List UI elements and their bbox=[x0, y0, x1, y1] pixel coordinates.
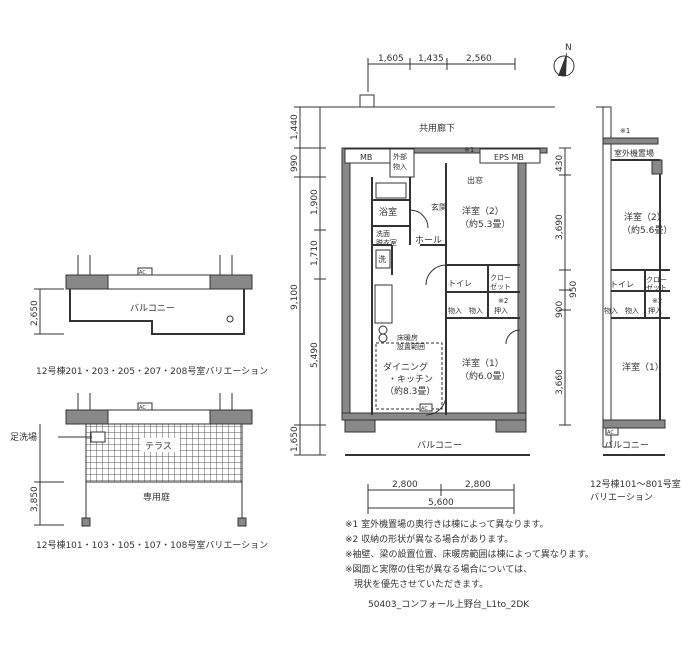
floorheat-label-2: 設置範囲 bbox=[397, 342, 425, 351]
wash-label: 洗 bbox=[378, 254, 386, 264]
notes-block: ※1 室外機置場の奥行きは棟によって異なります。 ※2 収納の形状が異なる場合が… bbox=[345, 518, 594, 593]
left-dim-4: 1,710 bbox=[310, 240, 320, 266]
variant-c-caption-1: 12号棟101～801号室 bbox=[590, 478, 681, 490]
closet-label-2: ゼット bbox=[490, 282, 511, 291]
variant-b-dim: 3,850 bbox=[30, 486, 40, 512]
bath-label: 浴室 bbox=[379, 206, 397, 218]
note-line-1: ※1 室外機置場の奥行きは棟によって異なります。 bbox=[345, 520, 549, 530]
dk-label-3: （約8.3畳） bbox=[385, 385, 435, 397]
svg-text:AC: AC bbox=[607, 430, 614, 436]
wr2-label-2: （約5.3畳） bbox=[460, 218, 510, 230]
right-dim-5: 3,660 bbox=[555, 369, 565, 395]
gaibu-label-1: 外部 bbox=[393, 152, 407, 161]
top-dim-1: 1,605 bbox=[378, 54, 404, 64]
variant-c-toilet-label: トイレ bbox=[610, 280, 634, 289]
mono1-label: 物入 bbox=[448, 306, 462, 315]
variant-b-garden-label: 専用庭 bbox=[143, 491, 170, 503]
variant-a-dim: 2,650 bbox=[30, 300, 40, 326]
bottom-dim-1: 2,800 bbox=[392, 480, 418, 490]
left-dim-2: 990 bbox=[290, 155, 300, 172]
note2-label: ※2 bbox=[498, 297, 508, 305]
variant-b-ashiarai-label: 足洗場 bbox=[10, 431, 37, 443]
variant-c-caption-2: バリエーション bbox=[590, 492, 653, 503]
variant-a-plan: AC バルコニー 2,650 bbox=[30, 255, 253, 335]
note-line-4: ※図面と実際の住宅が異なる場合については、 bbox=[345, 565, 533, 575]
svg-text:※2: ※2 bbox=[652, 297, 662, 305]
variant-c-mono1-label: 物入 bbox=[604, 306, 618, 315]
right-dim-3: 900 bbox=[555, 301, 565, 318]
variant-c-balcony-label: バルコニー bbox=[604, 440, 649, 451]
note-line-2: ※2 収納の形状が異なる場合があります。 bbox=[345, 535, 514, 545]
demado-label: 出窓 bbox=[467, 175, 483, 185]
wr1-label-1: 洋室（1） bbox=[462, 357, 504, 369]
left-dim-3: 1,900 bbox=[310, 189, 320, 215]
floorheat-label-1: 床暖房 bbox=[397, 333, 418, 342]
right-dim-1: 430 bbox=[555, 155, 565, 172]
eps-label: EPS MB bbox=[494, 153, 524, 162]
top-dim-3: 2,560 bbox=[466, 54, 492, 64]
note-line-5: 現状を優先させていただきます。 bbox=[345, 580, 489, 590]
genkan-label: 玄関 bbox=[431, 202, 447, 212]
variant-c-mono2-label: 物入 bbox=[625, 306, 639, 315]
variant-c-note1: ※1 bbox=[620, 127, 630, 135]
left-dim-6: 5,490 bbox=[310, 342, 320, 368]
variant-a-caption: 12号棟201・203・205・207・208号室バリエーション bbox=[36, 365, 268, 377]
variant-c-wr2-label-2: （約5.6畳） bbox=[622, 224, 672, 236]
mb-label: MB bbox=[360, 153, 372, 162]
closet-label-1: クロー bbox=[490, 274, 511, 282]
left-dim-1: 1,440 bbox=[290, 114, 300, 140]
top-dimensions bbox=[367, 58, 516, 92]
right-dimensions bbox=[559, 147, 571, 426]
variant-c-outdoor-label: 室外機置場 bbox=[614, 148, 654, 158]
left-dim-7: 1,650 bbox=[290, 426, 300, 452]
variant-b-terrace-label: テラス bbox=[145, 441, 172, 452]
ac-label-main: AC bbox=[421, 406, 428, 412]
variant-c-oshi-label: 押入 bbox=[648, 306, 662, 315]
gaibu-label-2: 物入 bbox=[393, 162, 407, 171]
oshi-label: 押入 bbox=[494, 306, 508, 315]
dk-label-1: ダイニング bbox=[383, 361, 428, 373]
right-dim-4: 950 bbox=[569, 281, 579, 298]
mono2-label: 物入 bbox=[469, 306, 483, 315]
variant-b-caption: 12号棟101・103・105・107・108号室バリエーション bbox=[36, 539, 268, 551]
variant-c-closet-1: クロー bbox=[646, 276, 667, 284]
svg-text:AC: AC bbox=[139, 405, 146, 411]
footer-code: 50403_コンフォール上野台_L1to_2DK bbox=[368, 600, 530, 610]
left-dim-5: 9,100 bbox=[290, 284, 300, 310]
dressing-label-1: 洗面 bbox=[376, 229, 390, 238]
bottom-dim-3: 5,600 bbox=[428, 498, 454, 508]
main-balcony-label: バルコニー bbox=[417, 440, 462, 451]
hall-label: ホール bbox=[415, 235, 442, 246]
toilet-label: トイレ bbox=[448, 279, 472, 288]
variant-b-plan: AC テラス 専用庭 足洗場 3,850 bbox=[10, 393, 253, 527]
note-line-3: ※袖壁、梁の設置位置、床暖房範囲は棟によって異なります。 bbox=[345, 550, 594, 560]
right-dim-2: 3,690 bbox=[555, 214, 565, 240]
svg-text:AC: AC bbox=[139, 270, 146, 276]
main-plan: 共用廊下 MB 外部 物入 EPS MB ※1 出窓 bbox=[341, 94, 555, 456]
bottom-dim-2: 2,800 bbox=[465, 480, 491, 490]
wr2-label-1: 洋室（2） bbox=[462, 205, 504, 217]
compass-label: N bbox=[565, 43, 572, 53]
top-dim-2: 1,435 bbox=[418, 54, 444, 64]
bottom-dimensions bbox=[367, 484, 515, 514]
variant-c-plan: ※1 室外機置場 洋室（2） （約5.6畳） トイレ クロー ゼット 物入 物入… bbox=[596, 106, 672, 456]
variant-c-wr2-label-1: 洋室（2） bbox=[624, 211, 666, 223]
variant-a-balcony-label: バルコニー bbox=[130, 303, 175, 314]
corridor-label: 共用廊下 bbox=[419, 122, 455, 134]
left-dimensions bbox=[294, 106, 370, 456]
dressing-label-2: 脱衣室 bbox=[376, 238, 397, 247]
wr1-label-2: （約6.0畳） bbox=[460, 370, 510, 382]
north-arrow-icon: N bbox=[553, 43, 575, 77]
variant-c-closet-2: ゼット bbox=[646, 283, 667, 292]
variant-c-wr1-label: 洋室（1） bbox=[622, 361, 664, 373]
note1-label: ※1 bbox=[464, 146, 474, 154]
dk-label-2: ・キッチン bbox=[388, 374, 433, 385]
